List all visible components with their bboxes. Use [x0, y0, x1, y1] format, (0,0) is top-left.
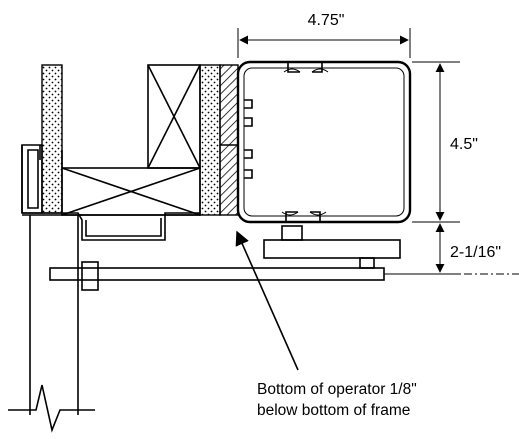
insulation-strip-left	[41, 64, 63, 214]
insulation-strip-right	[199, 64, 221, 216]
hatched-block	[219, 64, 239, 216]
frame-channel	[21, 144, 238, 241]
wall-column	[8, 214, 95, 433]
note-leader-arrow	[235, 230, 299, 371]
mounting-plate	[263, 225, 401, 269]
note-line-2: below bottom of frame	[257, 402, 410, 419]
bottom-track	[49, 261, 519, 291]
note-line-1: Bottom of operator 1/8"	[257, 381, 417, 398]
dimension-offset-label: 2-1/16"	[450, 244, 501, 261]
dimension-height	[412, 61, 460, 223]
operator-housing	[236, 60, 412, 224]
dimension-width-label: 4.75"	[308, 12, 345, 29]
blocking-lower	[61, 167, 201, 216]
blocking-upper	[147, 64, 201, 169]
dimension-height-label: 4.5"	[450, 136, 478, 153]
dimension-offset	[384, 223, 460, 275]
dimension-width	[237, 28, 411, 58]
